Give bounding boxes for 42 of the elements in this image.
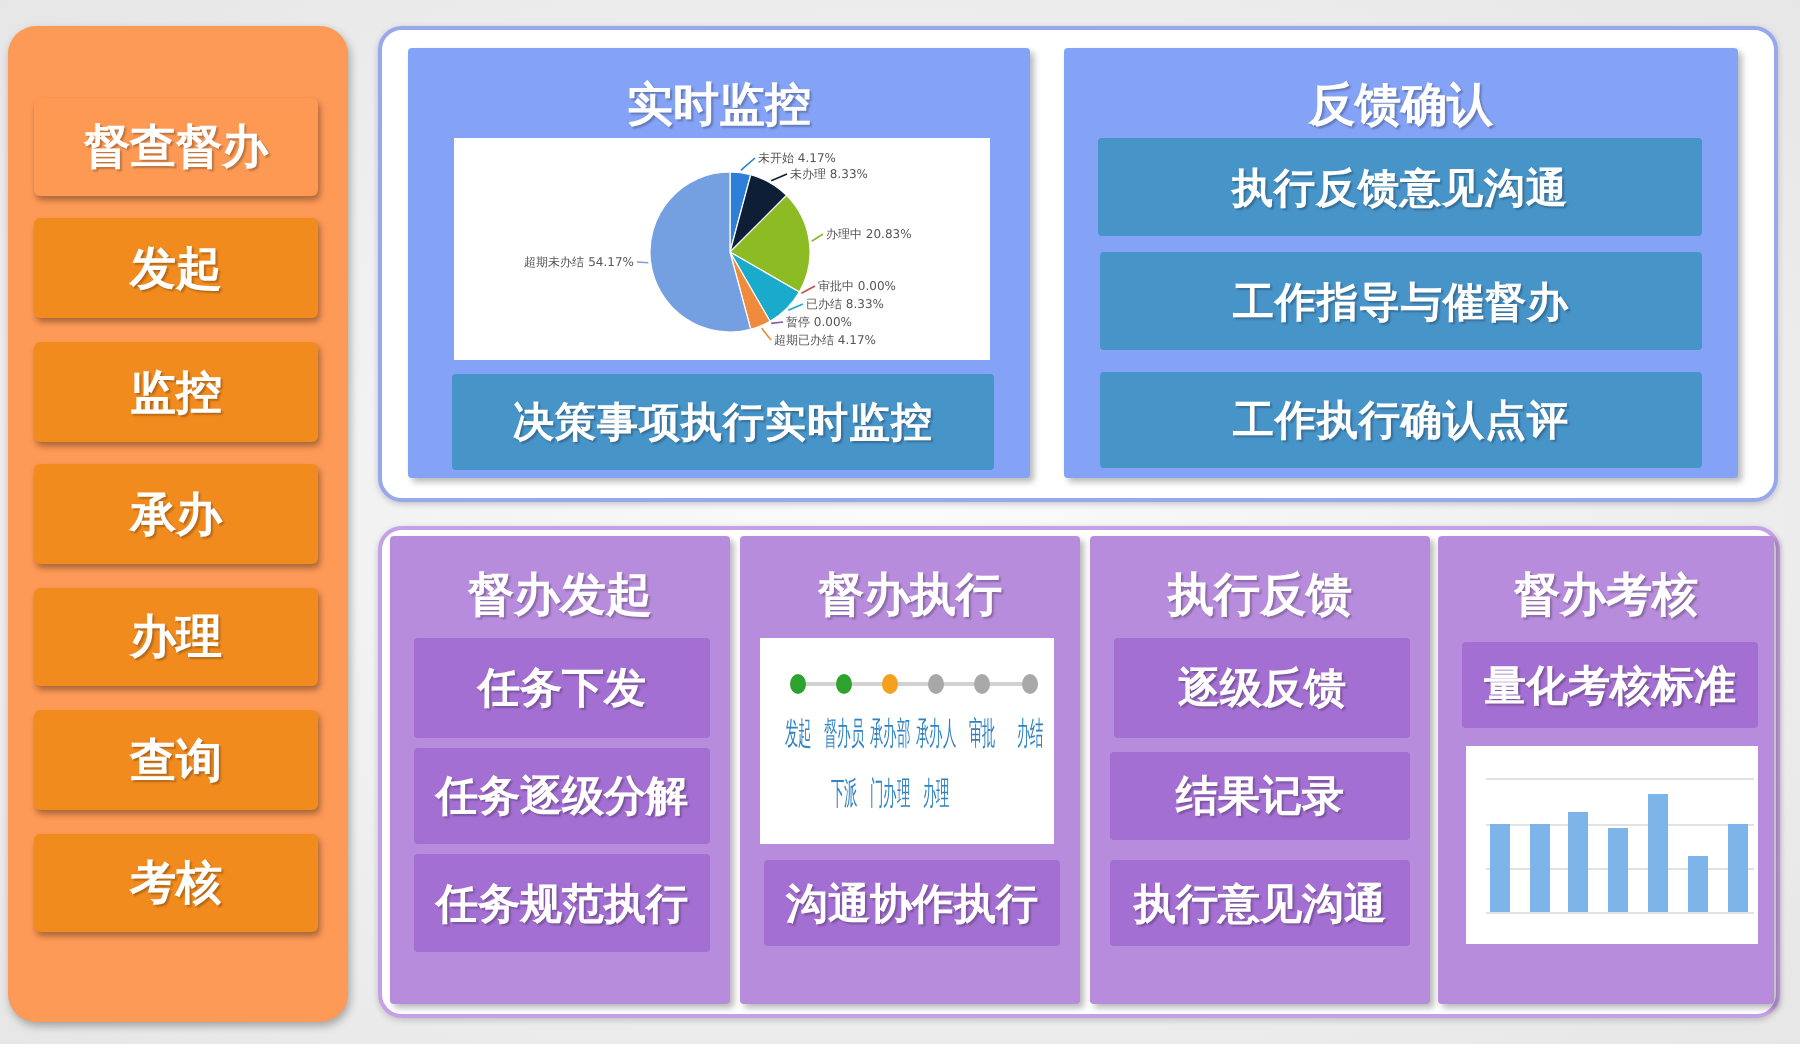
function-box: 执行反馈意见沟通 — [1098, 138, 1702, 236]
module-panel — [408, 48, 1030, 478]
module-panel — [1090, 536, 1430, 1004]
sidebar-panel — [8, 26, 348, 1022]
module-panel — [1064, 48, 1738, 478]
module-panel — [1438, 536, 1774, 1004]
panel-title: 督办考核 — [1514, 569, 1698, 623]
menu-item: 查询 — [34, 710, 318, 810]
step-label: 承办部门办理 — [869, 712, 911, 816]
menu-item: 考核 — [34, 834, 318, 932]
module-panel — [740, 536, 1080, 1004]
menu-item: 发起 — [34, 218, 318, 318]
function-box: 任务下发 — [414, 638, 710, 738]
function-box: 逐级反馈 — [1114, 638, 1410, 738]
function-box: 任务逐级分解 — [414, 748, 710, 844]
function-box: 任务规范执行 — [414, 854, 710, 952]
step-label: 承办人办理 — [915, 712, 957, 816]
function-box: 决策事项执行实时监控 — [452, 374, 994, 470]
step-label: 办结 — [1014, 712, 1046, 756]
section-frame — [378, 26, 1778, 502]
panel-title: 实时监控 — [627, 79, 811, 133]
section-frame — [378, 526, 1780, 1018]
panel-title: 执行反馈 — [1168, 569, 1352, 623]
bar-chart — [1466, 746, 1758, 944]
timeline-card — [760, 638, 1054, 844]
panel-title: 反馈确认 — [1309, 79, 1493, 133]
menu-item: 承办 — [34, 464, 318, 564]
panel-title: 督办发起 — [468, 569, 652, 623]
function-box: 工作执行确认点评 — [1100, 372, 1702, 468]
step-label: 审批 — [966, 712, 998, 756]
function-box: 量化考核标准 — [1462, 642, 1758, 728]
panel-title: 督办执行 — [818, 569, 1002, 623]
menu-item: 督查督办 — [34, 98, 318, 196]
menu-item: 监控 — [34, 342, 318, 442]
function-box: 结果记录 — [1110, 752, 1410, 840]
step-label: 发起 — [782, 712, 814, 756]
step-label: 督办员下派 — [823, 712, 865, 816]
function-box: 沟通协作执行 — [764, 860, 1060, 946]
menu-item: 办理 — [34, 588, 318, 686]
function-box: 执行意见沟通 — [1110, 860, 1410, 946]
module-panel — [390, 536, 730, 1004]
function-box: 工作指导与催督办 — [1100, 252, 1702, 350]
